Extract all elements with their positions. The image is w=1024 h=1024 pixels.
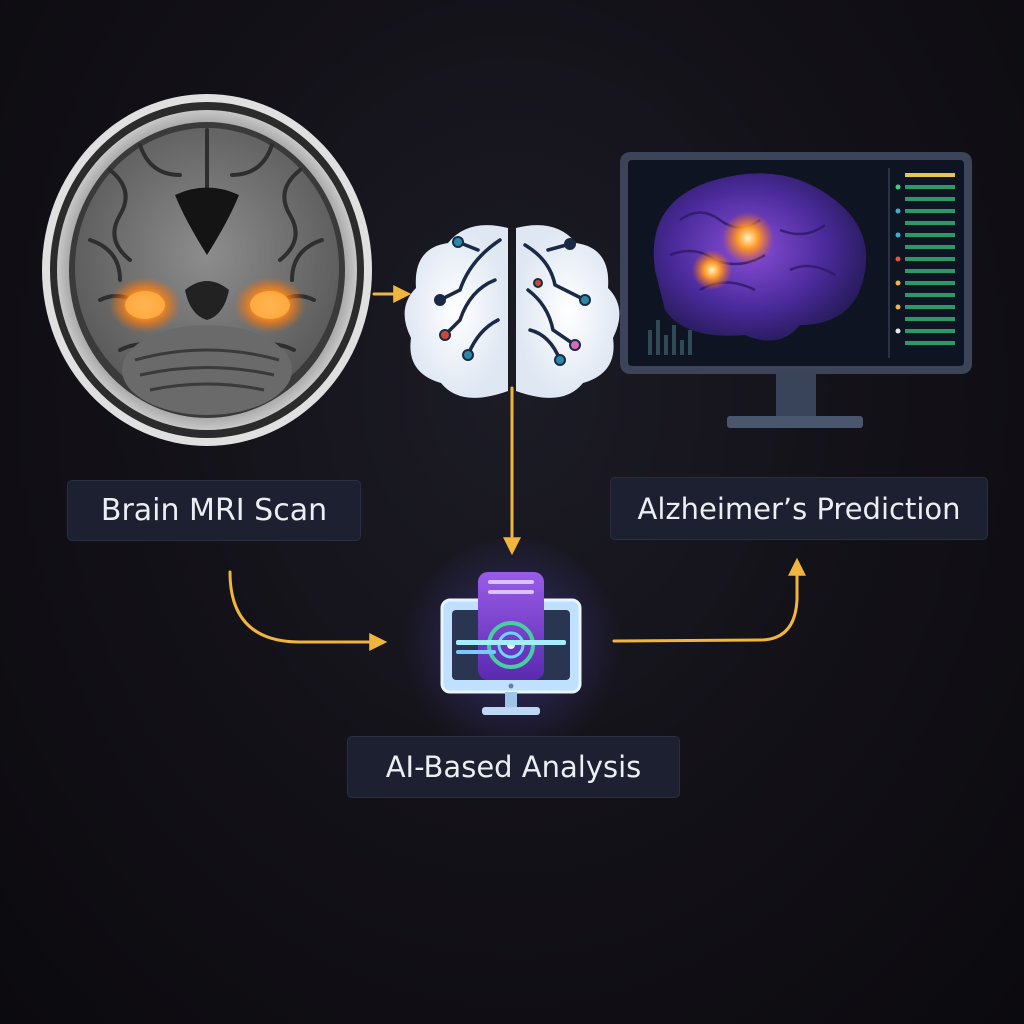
arrow-mri-to-ai xyxy=(228,570,388,651)
ai-analysis-label: AI-Based Analysis xyxy=(347,736,680,798)
mri-scan-label: Brain MRI Scan xyxy=(67,480,361,541)
arrow-ai-to-prediction xyxy=(612,557,806,643)
prediction-label: Alzheimer’s Prediction xyxy=(610,477,988,540)
